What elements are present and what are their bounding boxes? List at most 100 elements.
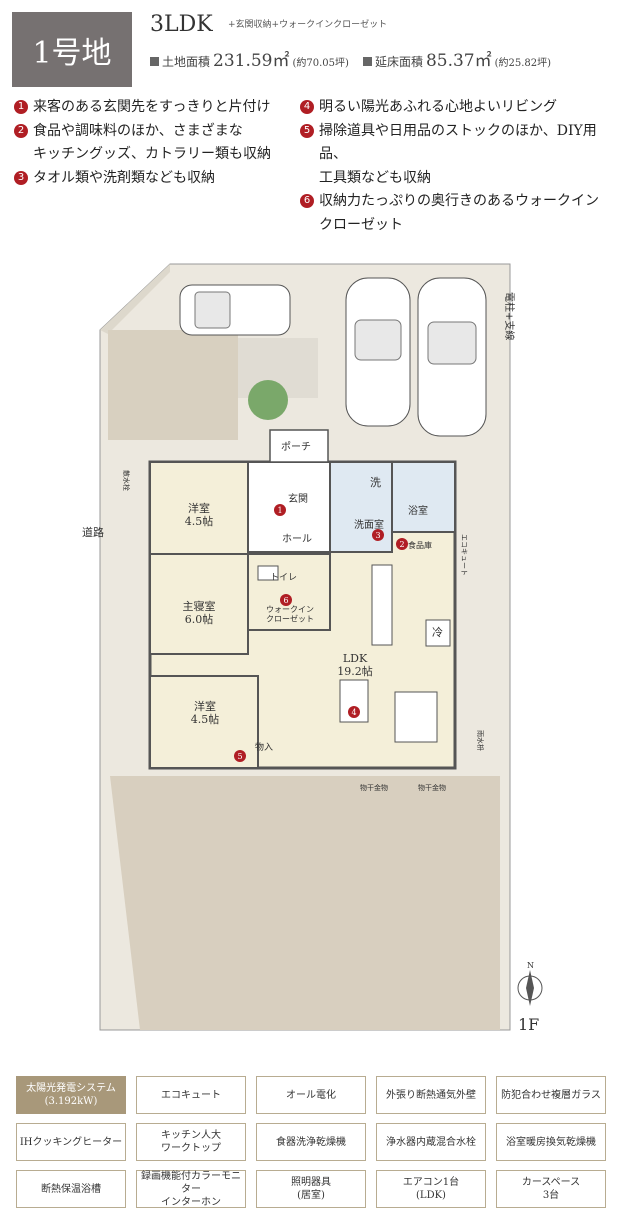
kitchen-counter (371, 564, 393, 646)
entrance-label: 玄関 (288, 492, 308, 505)
washroom-label: 洗面室 (354, 518, 384, 531)
wash-label: 洗 (370, 476, 381, 489)
spec-cell: オール電化 (256, 1076, 366, 1114)
spec-cell: 録画機能付カラーモニター インターホン (136, 1170, 246, 1208)
land-area-tsubo: (約70.05坪) (292, 58, 349, 69)
water-tap-label: 散水栓 (122, 470, 131, 491)
dining-table-icon (394, 691, 438, 743)
utility-pole-label: 電柱+支線 (503, 292, 516, 340)
spec-cell: キッチン人大 ワークトップ (136, 1123, 246, 1161)
car-icon (179, 284, 291, 336)
feature-number-badge: 3 (14, 170, 28, 185)
road-label: 道路 (82, 525, 104, 539)
laundry-rack-label-1: 物干金物 (360, 783, 388, 792)
car-icon (345, 277, 411, 427)
lot-badge: 1号地 (12, 12, 132, 87)
svg-text:3: 3 (375, 531, 380, 540)
floor-area-tsubo: (約25.82坪) (494, 58, 552, 69)
svg-text:2: 2 (399, 540, 404, 549)
marker-6: 6 (280, 594, 292, 606)
toilet-icon (257, 565, 279, 581)
marker-2: 2 (396, 538, 408, 550)
feature-number-badge: 5 (300, 123, 314, 138)
feature-item: 3 タオル類や洗剤類なども収納 (14, 167, 271, 191)
rain-tank-label: 雨水枡 (476, 730, 485, 751)
feature-text: 掃除道具や日用品のストックのほか、DIY用品、 (319, 122, 597, 163)
spec-cell: エアコン1台 (LDK) (376, 1170, 486, 1208)
spec-cell: 照明器具 (居室) (256, 1170, 366, 1208)
feature-item: 5 掃除道具や日用品のストックのほか、DIY用品、工具類なども収納 (300, 120, 620, 191)
hall-label: ホール (282, 533, 312, 545)
feature-text: タオル類や洗剤類なども収納 (33, 169, 215, 186)
spec-cell: 太陽光発電システム (3.192kW) (16, 1076, 126, 1114)
pantry-label: 食品庫 (408, 540, 432, 550)
feature-text: クローゼット (319, 216, 403, 233)
tree-icon (248, 380, 288, 420)
car-icon (417, 277, 487, 437)
layout-type: 3LDK (150, 12, 213, 37)
ecocute-label: エコキュート (460, 534, 468, 576)
svg-text:6: 6 (283, 596, 288, 605)
floor-label: 1F (518, 1015, 539, 1034)
lot-edge (100, 264, 170, 334)
feature-text: キッチングッズ、カトラリー類も収納 (33, 146, 271, 162)
spec-cell: 断熱保温浴槽 (16, 1170, 126, 1208)
spec-cell: IHクッキングヒーター (16, 1123, 126, 1161)
porch-label: ポーチ (281, 441, 311, 453)
spec-cell: 食器洗浄乾燥機 (256, 1123, 366, 1161)
wic-label: ウォークインクローゼット (266, 605, 314, 624)
compass-icon (517, 970, 543, 1006)
fridge-label: 冷 (432, 626, 443, 639)
spec-grid: 太陽光発電システム (3.192kW) エコキュート オール電化 外張り断熱通気… (16, 1076, 606, 1208)
marker-3: 3 (372, 529, 384, 541)
bathroom (391, 461, 456, 533)
spec-cell: 外張り断熱通気外壁 (376, 1076, 486, 1114)
north-label: N (527, 961, 534, 970)
garden-area (108, 330, 238, 440)
feature-text: 食品や調味料のほか、さまざまな (33, 122, 243, 139)
floor-area-value: 85.37㎡ (425, 51, 492, 71)
spec-cell: 浄水器内蔵混合水栓 (376, 1123, 486, 1161)
bath-label: 浴室 (408, 504, 428, 517)
feature-text: 工具類なども収納 (319, 169, 431, 186)
entrance-hall (247, 461, 331, 553)
feature-number-badge: 2 (14, 123, 28, 138)
feature-item: 6 収納力たっぷりの奥行きのあるウォークインクローゼット (300, 190, 620, 237)
feature-number-badge: 1 (14, 100, 28, 114)
spec-cell: エコキュート (136, 1076, 246, 1114)
floor-plan: 道路 電柱+支線 ポーチ 玄関 ホール トイレ 洗面室 洗 浴室 食品庫 冷 物… (82, 263, 543, 1034)
svg-text:5: 5 (237, 752, 242, 761)
square-bullet-icon (362, 57, 372, 66)
feature-item: 2 食品や調味料のほか、さまざまなキッチングッズ、カトラリー類も収納 (14, 120, 271, 167)
feature-number-badge: 4 (300, 100, 314, 114)
svg-text:1: 1 (277, 506, 282, 515)
laundry-rack-label-2: 物干金物 (418, 783, 446, 792)
porch (269, 429, 329, 463)
feature-text: 明るい陽光あふれる心地よいリビング (319, 99, 557, 115)
feature-item: 4 明るい陽光あふれる心地よいリビング (300, 96, 620, 120)
lot-label: 1号地 (32, 35, 112, 71)
toilet-label: トイレ (270, 573, 297, 583)
marker-5: 5 (234, 750, 246, 762)
floor-area-label: 延床面積 (374, 55, 423, 69)
marker-4: 4 (348, 706, 360, 718)
feature-number-badge: 6 (300, 194, 314, 208)
layout-extra: +玄関収納+ウォークインクローゼット (228, 20, 388, 30)
features-right: 4 明るい陽光あふれる心地よいリビング 5 掃除道具や日用品のストックのほか、DIY… (300, 96, 620, 237)
feature-text: 収納力たっぷりの奥行きのあるウォークイン (319, 193, 599, 209)
svg-text:4: 4 (351, 708, 356, 717)
land-area-value: 231.59㎡ (213, 51, 290, 71)
spec-cell: 浴室暖房換気乾燥機 (496, 1123, 606, 1161)
storage-label: 物入 (255, 741, 273, 753)
square-bullet-icon (150, 57, 159, 66)
area-info: 土地面積 231.59㎡ (約70.05坪) 延床面積 85.37㎡ (約25.… (150, 46, 551, 71)
marker-1: 1 (274, 504, 286, 516)
land-area-label: 土地面積 (162, 55, 211, 69)
spec-cell: 防犯合わせ複層ガラス (496, 1076, 606, 1114)
